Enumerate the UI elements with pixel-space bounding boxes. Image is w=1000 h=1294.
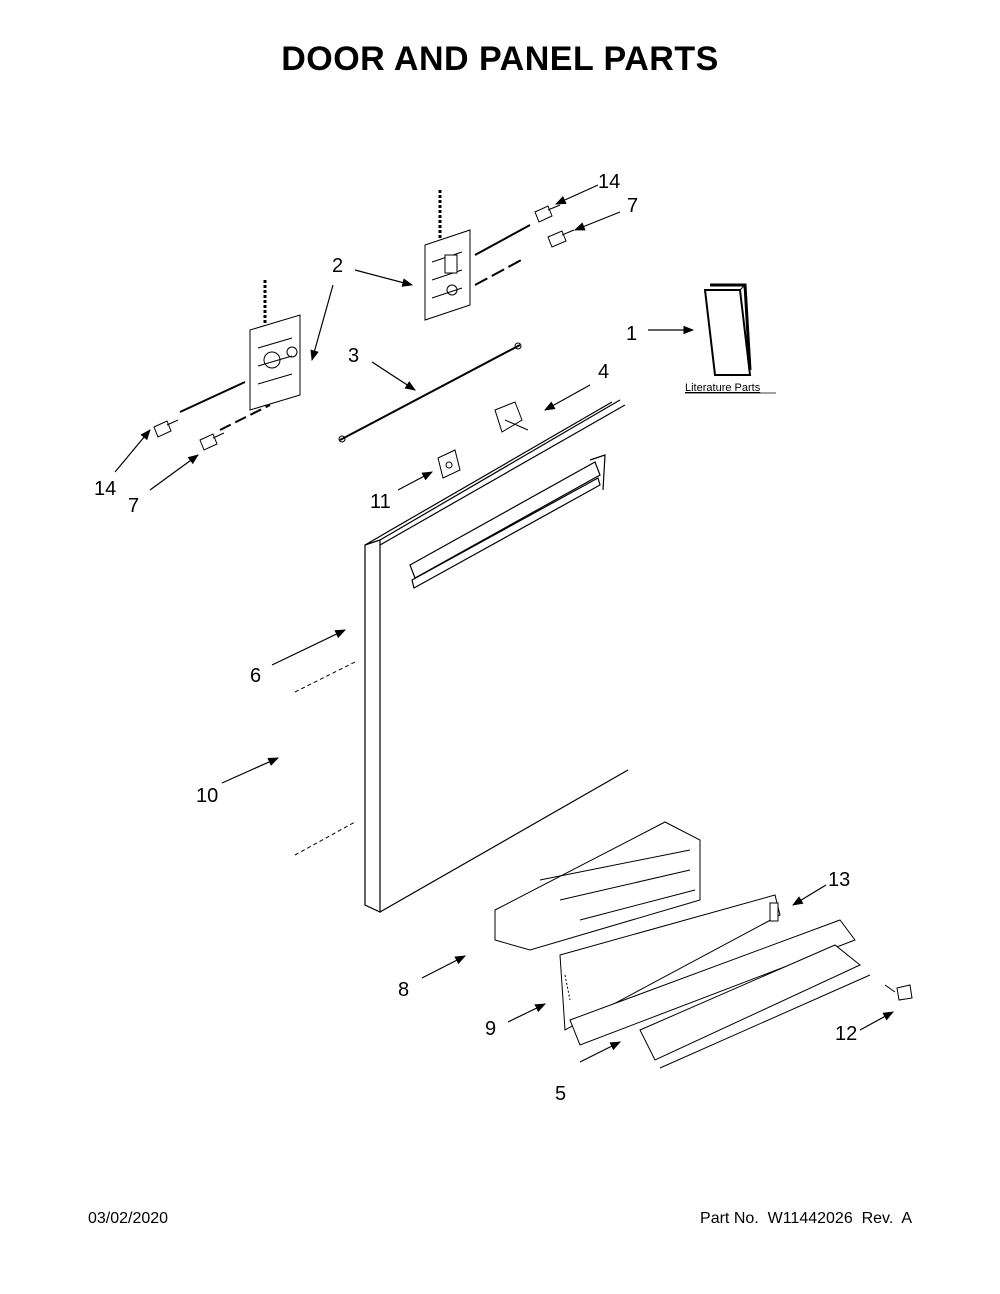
screw-14-left xyxy=(153,419,179,438)
arrow-13 xyxy=(792,884,827,906)
callout-arrows xyxy=(114,184,894,1063)
screw-12 xyxy=(884,984,913,1001)
arrow-6 xyxy=(271,629,346,666)
callout-7-right: 7 xyxy=(627,195,638,217)
arrow-9 xyxy=(507,1003,546,1023)
callout-6: 6 xyxy=(250,665,261,687)
arrow-3 xyxy=(371,361,416,391)
arrow-14-left xyxy=(114,429,151,473)
callout-14-left: 14 xyxy=(94,478,116,500)
callout-11: 11 xyxy=(370,491,391,513)
callout-7-left: 7 xyxy=(128,495,139,517)
hinge-right xyxy=(424,190,531,321)
arrow-8 xyxy=(421,955,466,979)
arrow-12 xyxy=(859,1011,894,1031)
literature-parts-label: Literature Parts xyxy=(685,382,761,394)
arrow-2a xyxy=(354,269,414,287)
screw-7-left xyxy=(199,432,225,451)
arrow-7-right xyxy=(573,211,621,231)
bracket-part-9 xyxy=(559,894,781,1031)
arrow-5 xyxy=(579,1041,621,1063)
hinge-left xyxy=(179,280,301,431)
trim-part-13 xyxy=(569,902,856,1046)
screw-7-right xyxy=(547,229,575,248)
arrow-4 xyxy=(544,384,591,411)
callout-13: 13 xyxy=(828,869,850,891)
footer-part-number: Part No. W11442026 Rev. A xyxy=(700,1210,912,1227)
arrow-2b xyxy=(310,284,334,362)
callout-12: 12 xyxy=(835,1023,857,1045)
bracket-part-4 xyxy=(494,401,529,433)
screw-14-right xyxy=(534,204,561,223)
bracket-part-8 xyxy=(494,821,701,951)
callout-14-right: 14 xyxy=(598,171,620,193)
arrow-7-left xyxy=(149,454,199,491)
arrow-10 xyxy=(221,757,279,784)
rod-part-3 xyxy=(338,342,522,443)
clip-part-11 xyxy=(437,449,461,479)
callout-4: 4 xyxy=(598,361,609,383)
inner-panel-lines xyxy=(294,661,356,856)
door-panel xyxy=(364,399,629,913)
page-title: DOOR AND PANEL PARTS xyxy=(281,40,719,78)
footer-date: 03/02/2020 xyxy=(88,1210,169,1227)
callout-2: 2 xyxy=(332,255,343,277)
callout-8: 8 xyxy=(398,979,409,1001)
callout-3: 3 xyxy=(348,345,359,367)
callout-5: 5 xyxy=(555,1083,566,1105)
callout-10: 10 xyxy=(196,785,218,807)
callout-1: 1 xyxy=(626,323,637,345)
arrow-14-right xyxy=(555,184,599,205)
literature-book-icon xyxy=(703,283,752,376)
kickplate-part-5 xyxy=(639,944,871,1069)
arrow-11 xyxy=(397,471,433,491)
callout-9: 9 xyxy=(485,1018,496,1040)
